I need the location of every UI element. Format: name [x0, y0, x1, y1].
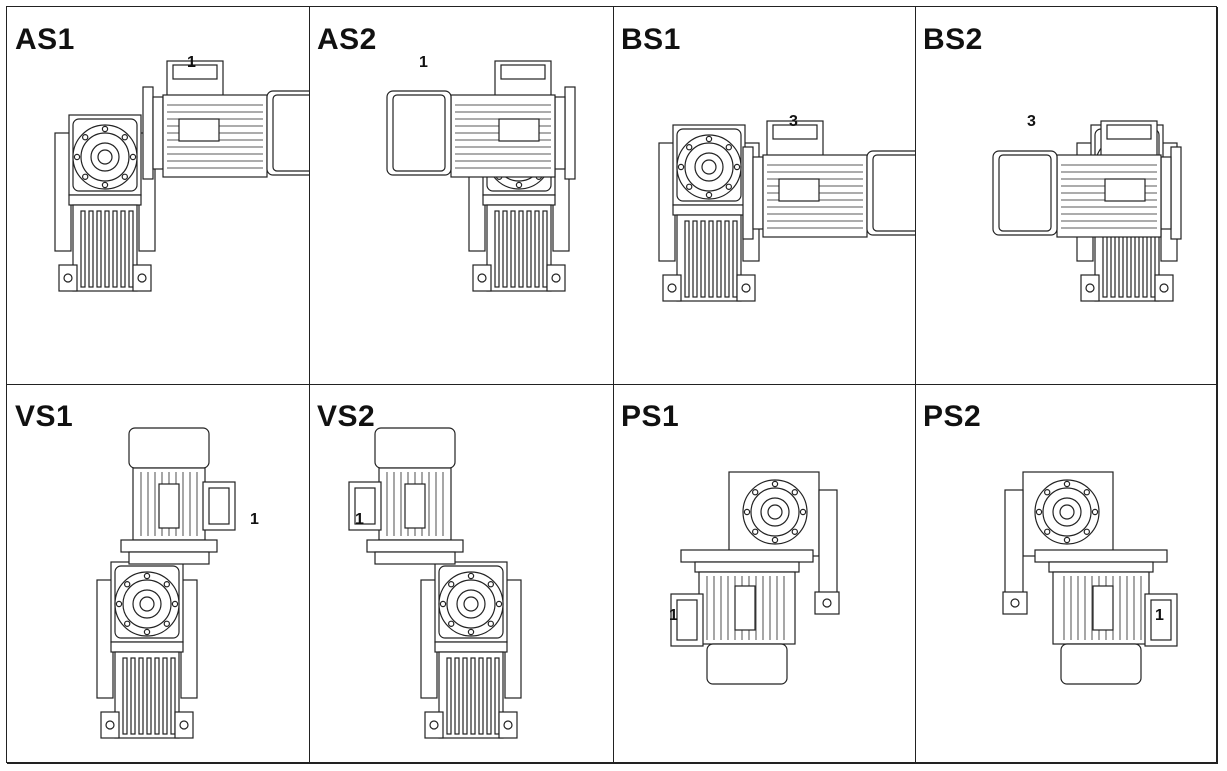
cell-bs2: BS2 3 — [915, 7, 1218, 385]
position-number: 1 — [187, 54, 196, 71]
cell-as2: AS2 1 — [309, 7, 614, 385]
cell-label: PS1 — [621, 400, 680, 433]
motor-vertical — [120, 427, 236, 565]
cell-ps2: PS2 1 — [915, 384, 1218, 764]
motor-horizontal — [142, 60, 309, 180]
worm-gearbox-mirrored — [420, 561, 522, 739]
cell-bs1: BS1 3 — [613, 7, 916, 385]
cell-label: VS2 — [317, 400, 376, 433]
gear-motor-drawing-ps1: 1 — [669, 471, 840, 685]
mounting-position-grid: AS1 1 AS2 1 BS1 3 BS2 3 VS1 — [6, 6, 1218, 764]
gear-motor-drawing-ps2: 1 — [1002, 471, 1178, 685]
gear-motor-drawing-bs2: 3 — [992, 113, 1182, 302]
position-number: 1 — [1155, 607, 1164, 624]
motor-vertical-down — [670, 549, 814, 685]
cell-label: BS2 — [923, 23, 983, 56]
cell-label: PS2 — [923, 400, 982, 433]
cell-as1: AS1 1 — [7, 7, 310, 385]
worm-gearbox — [54, 114, 156, 292]
motor-horizontal-mirrored — [992, 120, 1182, 240]
cell-label: BS1 — [621, 23, 681, 56]
position-number: 3 — [1027, 113, 1036, 130]
worm-gearbox-inverted — [728, 471, 840, 615]
cell-label: AS2 — [317, 23, 377, 56]
gear-motor-drawing-as2: 1 — [386, 54, 576, 292]
gear-motor-drawing-as1: 1 — [54, 54, 309, 292]
cell-vs2: VS2 1 — [309, 384, 614, 764]
position-number: 1 — [355, 511, 364, 528]
motor-horizontal-mirrored — [386, 60, 576, 180]
motor-vertical-down-mirrored — [1034, 549, 1178, 685]
position-number: 1 — [250, 511, 259, 528]
gear-motor-drawing-bs1: 3 — [658, 113, 915, 302]
worm-gearbox — [96, 561, 198, 739]
position-number: 1 — [669, 607, 678, 624]
gear-motor-drawing-vs1: 1 — [96, 427, 259, 739]
cell-vs1: VS1 1 — [7, 384, 310, 764]
motor-vertical-mirrored — [348, 427, 464, 565]
cell-label: VS1 — [15, 400, 74, 433]
gear-motor-drawing-vs2: 1 — [348, 427, 522, 739]
worm-gearbox-inverted-mirrored — [1002, 471, 1114, 615]
motor-horizontal — [742, 120, 915, 240]
position-number: 3 — [789, 113, 798, 130]
cell-ps1: PS1 1 — [613, 384, 916, 764]
cell-label: AS1 — [15, 23, 75, 56]
position-number: 1 — [419, 54, 428, 71]
